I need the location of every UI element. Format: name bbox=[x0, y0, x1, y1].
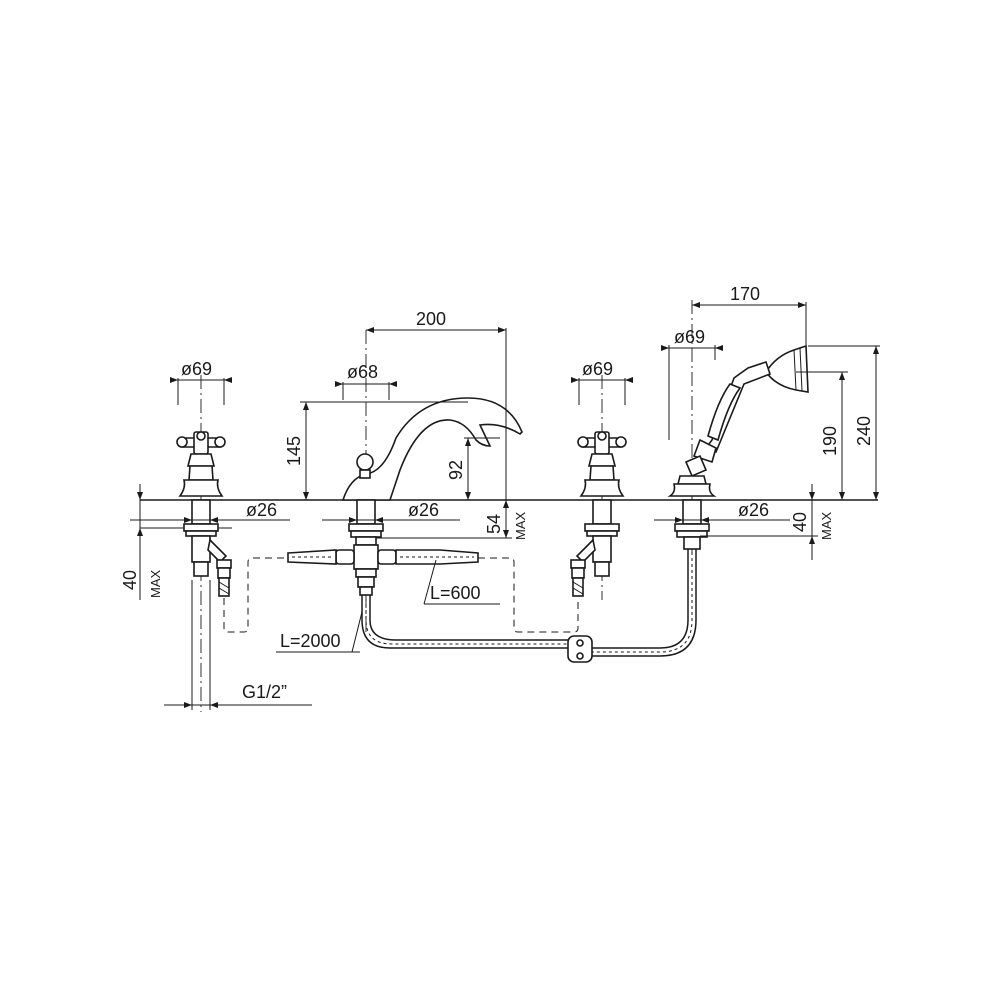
shower-handle-diameter-label: ø69 bbox=[674, 327, 705, 347]
shower-hose-length-label: L=2000 bbox=[280, 631, 341, 651]
spout-outlet-height-label: 92 bbox=[446, 460, 466, 480]
shower-hose-leader bbox=[351, 611, 363, 653]
spout-max-value-label: 54 bbox=[484, 514, 504, 534]
left-max-value-label: 40 bbox=[120, 570, 140, 590]
left-handle-diameter-label: ø69 bbox=[181, 359, 212, 379]
left-supply-dashed bbox=[223, 557, 288, 633]
connector-hose-leader bbox=[423, 559, 437, 605]
hand-shower bbox=[667, 344, 809, 550]
spout-reach-label: 200 bbox=[416, 309, 446, 329]
connector-hose-length-label: L=600 bbox=[430, 583, 481, 603]
left-tap bbox=[176, 431, 232, 597]
shower-shank-diameter-label: ø26 bbox=[738, 500, 769, 520]
hose-connector bbox=[567, 635, 593, 663]
shower-hose-outer-right bbox=[590, 549, 697, 657]
thread-size-label: G1/2” bbox=[242, 682, 287, 702]
spout-max-label: MAX bbox=[513, 512, 528, 541]
shower-total-height-label: 240 bbox=[854, 416, 874, 446]
right-supply-dashed bbox=[478, 557, 579, 633]
spout bbox=[335, 397, 523, 596]
left-max-label: MAX bbox=[148, 570, 163, 599]
right-handle-diameter-label: ø69 bbox=[582, 359, 613, 379]
connector-hoses bbox=[287, 549, 479, 565]
left-shank-diameter-label: ø26 bbox=[246, 500, 277, 520]
shower-hose-inner-left bbox=[361, 595, 568, 649]
spout-diameter-label: ø68 bbox=[347, 362, 378, 382]
shower-hose-inner-right bbox=[590, 549, 689, 649]
spout-shank-diameter-label: ø26 bbox=[408, 500, 439, 520]
shower-reach-label: 170 bbox=[730, 284, 760, 304]
shower-height-label: 190 bbox=[820, 426, 840, 456]
right-tap bbox=[570, 431, 627, 597]
shower-hose-outer-left bbox=[369, 595, 568, 641]
spout-height-label: 145 bbox=[284, 436, 304, 466]
shower-max-label: MAX bbox=[819, 512, 834, 541]
shower-max-value-label: 40 bbox=[790, 512, 810, 532]
